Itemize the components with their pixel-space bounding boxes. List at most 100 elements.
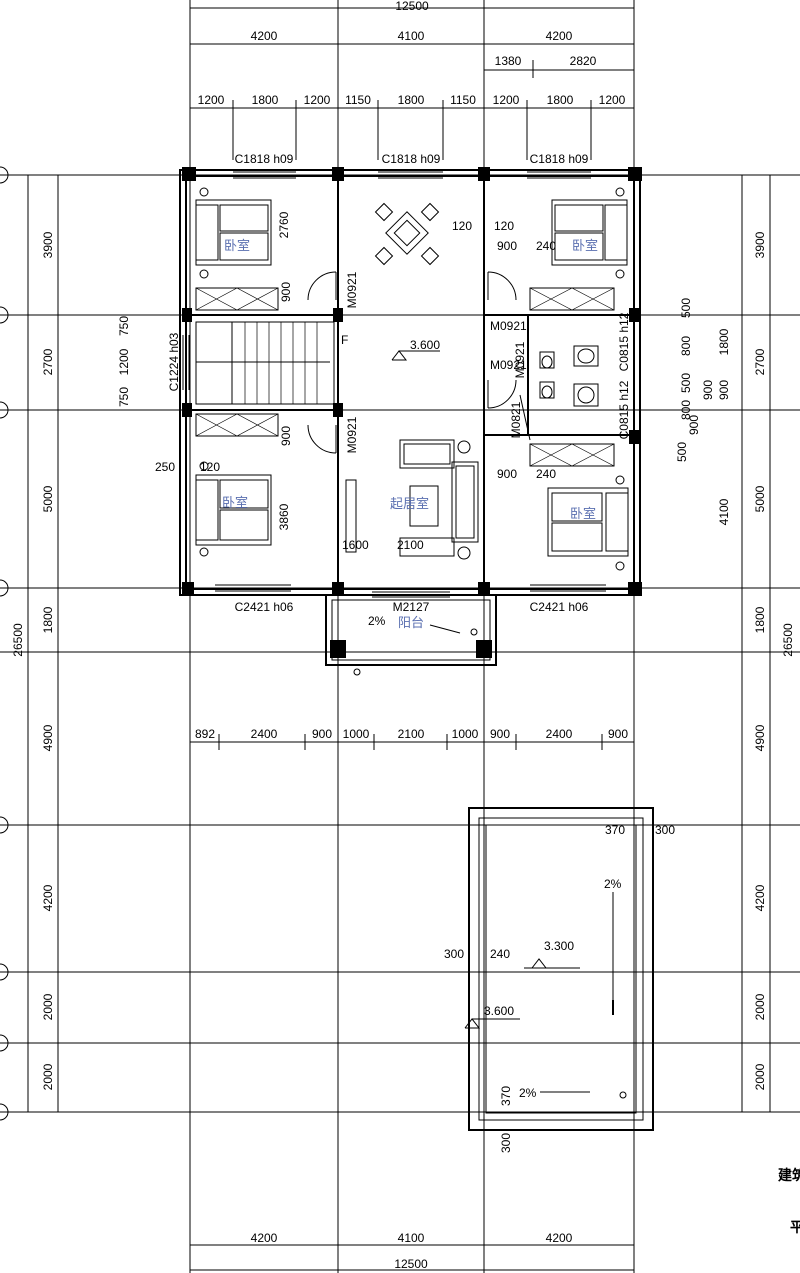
right-inner-4100: 4100 [717,498,731,525]
top-dim-a: 4200 [251,29,278,43]
window-tag-stair: C1224 h03 [167,332,181,391]
mid-dim-2: 2400 [251,727,278,741]
roof-slope-1: 2% [604,877,622,891]
mid-dim-1: 892 [195,727,215,741]
right-inner-900-a: 900 [687,415,701,435]
left-dim-4: 1800 [41,606,55,633]
left-dimensions: 3900 2700 5000 1800 4900 4200 2000 2000 … [11,231,55,1090]
mid-dim-7: 900 [490,727,510,741]
right-inner-900-b: 900 [717,380,731,400]
right-inner-800-b: 800 [679,400,693,420]
bottom-total-dim: 12500 [394,1257,428,1271]
right-dim-1: 3900 [753,231,767,258]
top-dimensions: 12500 4200 4100 4200 1380 2820 1200 1800… [190,0,634,160]
bottom-dim-c: 4200 [546,1231,573,1245]
window-tag-bottom-left: C2421 h06 [235,600,294,614]
roof-dim-300-b: 300 [444,947,464,961]
right-inner-500-a: 500 [679,298,693,318]
door-tag-1: M0921 [345,271,359,308]
roof-dim-240: 240 [490,947,510,961]
dim-120-a: 120 [452,219,472,233]
right-inner-800-a: 800 [679,336,693,356]
right-dim-2: 2700 [753,348,767,375]
top-row3-1: 1200 [198,93,225,107]
building-walls [179,169,641,596]
top-row3-8: 1800 [547,93,574,107]
left-dim-6: 4200 [41,884,55,911]
top-total-dim: 12500 [395,0,429,13]
left-total-dim: 26500 [11,623,25,657]
room-bedroom-bottom-right: 卧室 [570,506,596,521]
dim-240-a: 240 [536,239,556,253]
top-row3-2: 1800 [252,93,279,107]
dim-240-b: 240 [536,467,556,481]
window-tag-top-mid: C1818 h09 [382,152,441,166]
top-dim-d: 1380 [495,54,522,68]
right-dim-4: 1800 [753,606,767,633]
door-tag-5: M0921 [513,341,527,378]
mid-dim-4: 1000 [343,727,370,741]
mid-dim-8: 2400 [546,727,573,741]
top-row3-5: 1800 [398,93,425,107]
level-marks: 3.600 2% [368,338,461,634]
right-dim-3: 5000 [753,485,767,512]
top-row3-6: 1150 [450,93,476,107]
window-tag-right-small-2: C0815 h12 [617,380,631,439]
dim-2100: 2100 [397,538,424,552]
stair-up-mark: F [341,333,348,347]
dim-window-1200: 1200 [117,348,131,375]
dim-250: 250 [155,460,175,474]
top-row3-3: 1200 [304,93,331,107]
roof-dim-370-a: 370 [605,823,625,837]
room-bedroom-bottom-left: 卧室 [222,495,248,510]
left-dim-5: 4900 [41,724,55,751]
mid-dim-3: 900 [312,727,332,741]
dim-900-b: 900 [279,426,293,446]
dim-900-a: 900 [279,282,293,302]
room-bedroom-top-left: 卧室 [224,238,250,253]
right-dim-5: 4900 [753,724,767,751]
roof-level-high: 3.600 [484,1004,514,1018]
door-tag-4: M0921 [490,358,527,372]
structural-columns [182,167,642,658]
dim-900-d: 900 [497,467,517,481]
dim-120-b: 120 [494,219,514,233]
left-dim-1: 3900 [41,231,55,258]
roof-area: 2% 2% 3.300 3.600 370 300 300 240 370 30… [444,807,675,1153]
door-swings [307,271,531,454]
title-fragment-1: 建筑 [778,1167,800,1183]
window-tag-top-left: C1818 h09 [235,152,294,166]
middle-dimensions: 892 2400 900 1000 2100 1000 900 2400 900 [190,727,634,750]
window-openings [182,171,606,592]
roof-dim-370-b: 370 [499,1086,513,1106]
dim-2760: 2760 [277,211,291,238]
room-bedroom-top-right: 卧室 [572,238,598,253]
dim-window-750-b: 750 [117,387,131,407]
right-dim-8: 2000 [753,1063,767,1090]
right-inner-500-c: 500 [675,442,689,462]
room-living: 起居室 [390,496,429,511]
bottom-dimensions: 4200 4100 4200 12500 [190,1231,634,1271]
staircase: F [195,321,348,405]
door-tags: M0921 M0921 M0921 M0921 M0921 M0821 M212… [345,271,527,614]
top-dim-c: 4200 [546,29,573,43]
roof-level-low: 3.300 [544,939,574,953]
top-dim-e: 2820 [570,54,597,68]
top-row3-4: 1150 [345,93,371,107]
top-dim-b: 4100 [398,29,425,43]
roof-slope-2: 2% [519,1086,537,1100]
window-tag-right-small-1: C0815 h12 [617,312,631,371]
right-dim-6: 4200 [753,884,767,911]
roof-dim-300-a: 300 [655,823,675,837]
door-tag-2: M0921 [345,416,359,453]
drawing-title-fragment: 建筑 平 [778,1167,800,1235]
balcony [325,591,497,676]
room-labels: 卧室 卧室 卧室 卧室 起居室 阳台 [222,238,598,630]
room-balcony: 阳台 [398,615,424,630]
floor-level: 3.600 [410,338,440,352]
dim-1600: 1600 [342,538,369,552]
top-row3-7: 1200 [493,93,520,107]
dim-window-750-a: 750 [117,316,131,336]
